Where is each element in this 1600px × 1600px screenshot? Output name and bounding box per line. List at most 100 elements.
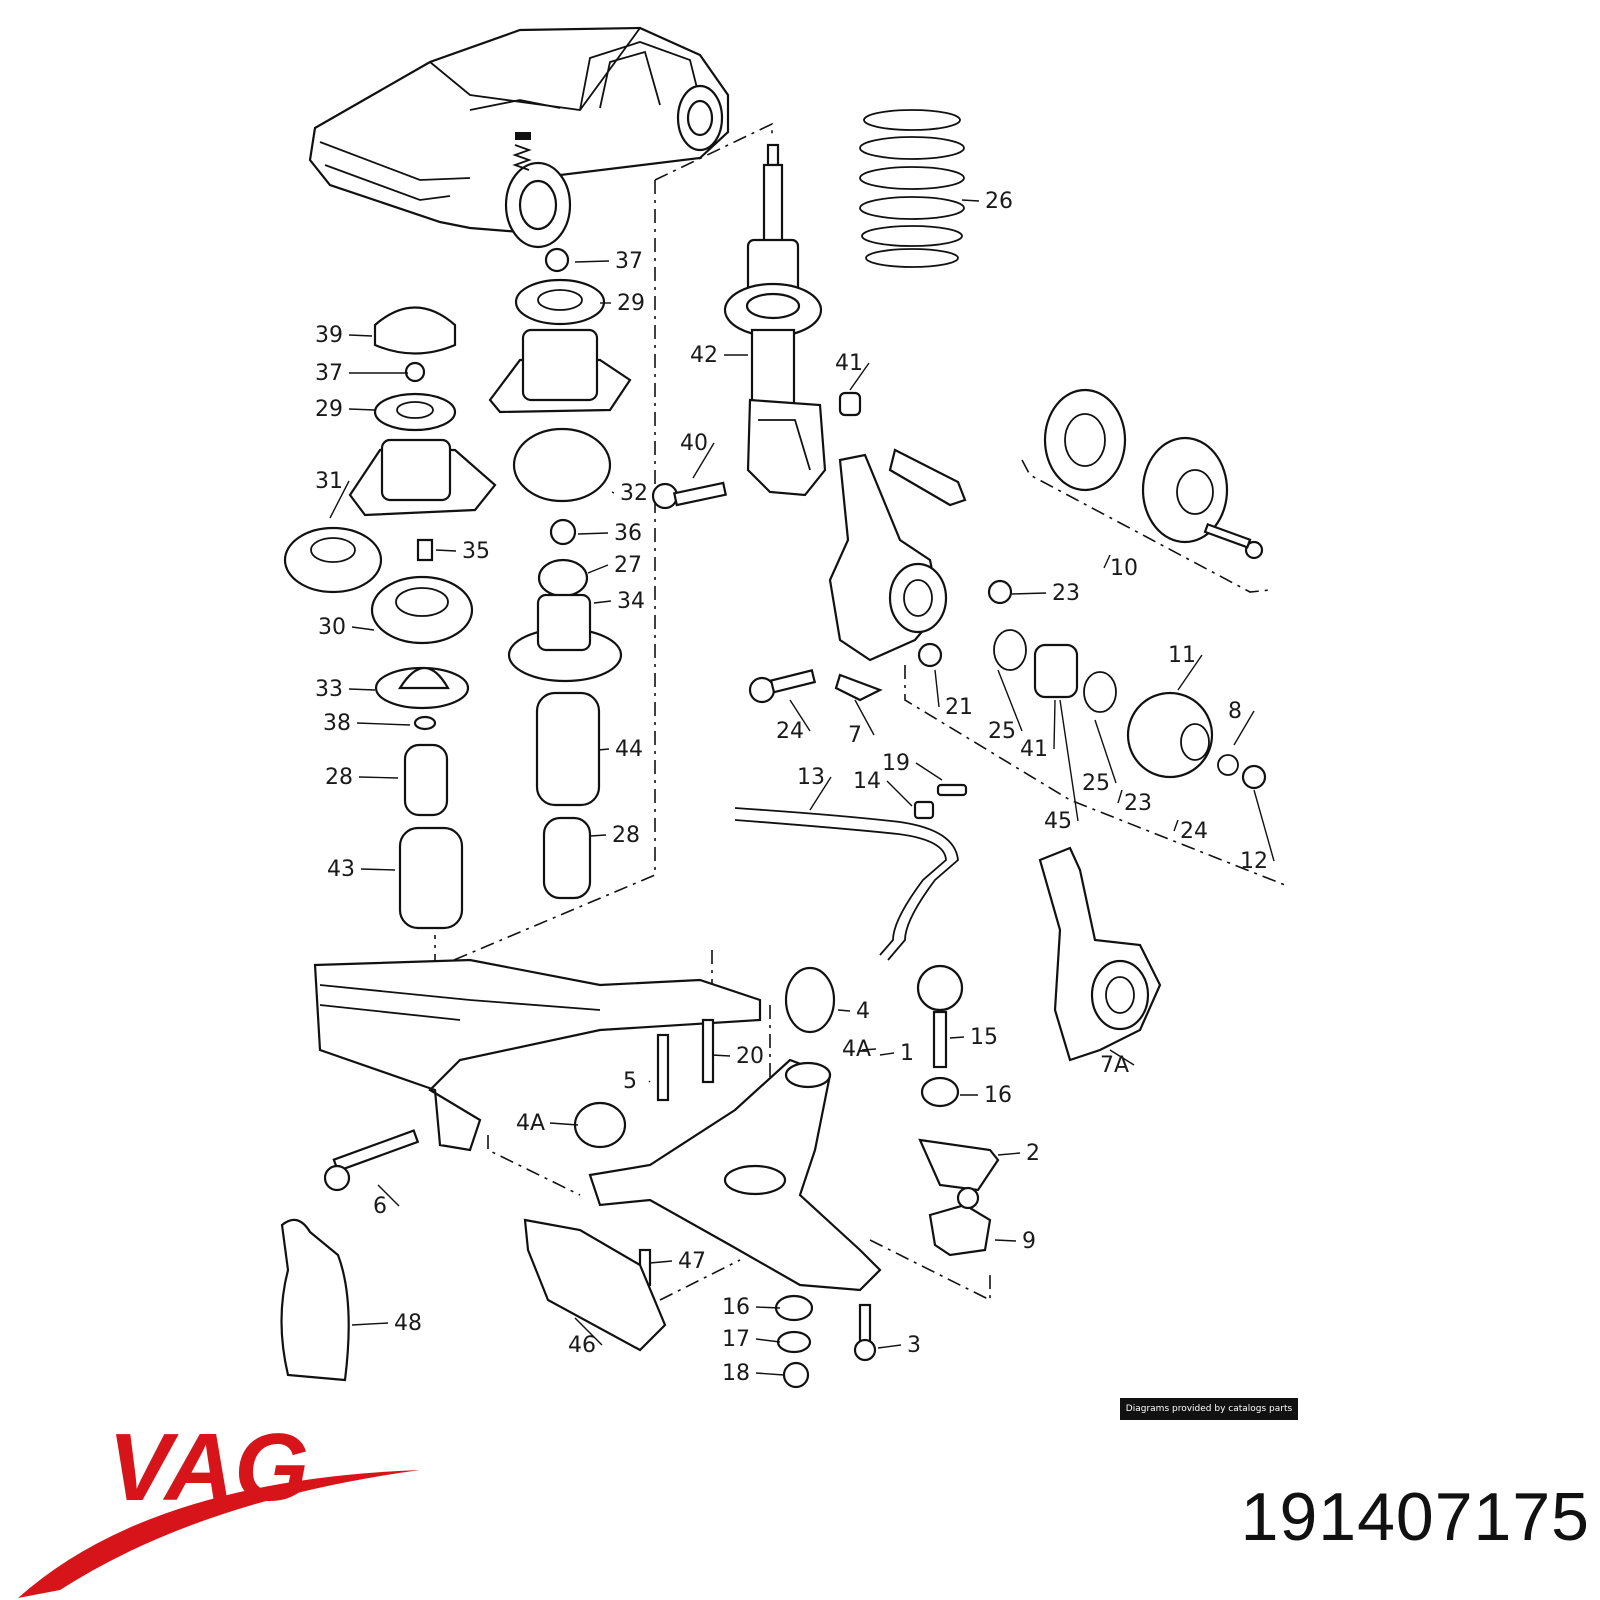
callout-label-7a: 7A [1100,1053,1129,1078]
callout-label-11: 11 [1168,643,1196,668]
callout-label-32: 32 [620,481,648,506]
callout-label-38: 38 [323,711,351,736]
callout-leader-line [1253,789,1275,862]
callout-leader-line [1053,699,1056,750]
brand-swoosh [18,1470,420,1598]
callout-label-25: 25 [988,719,1016,744]
callout-label-16: 16 [984,1083,1012,1108]
callout-leader-line [997,669,1023,732]
car-illustration [308,26,730,249]
callout-label-31: 31 [315,469,343,494]
callout-label-13: 13 [797,765,825,790]
callout-leader-line [593,600,612,604]
callout-label-14: 14 [853,769,881,794]
callout-leader-line [597,748,610,751]
callout-leader-line [348,688,376,691]
callout-leader-line [1177,654,1203,691]
callout-leader-line [789,699,811,732]
callout-leader-line [358,776,399,779]
callout-leader-line [949,1036,965,1039]
callout-label-7: 7 [848,723,862,748]
callout-label-3: 3 [907,1333,921,1358]
callout-label-30: 30 [318,615,346,640]
callout-leader-line [934,669,940,708]
subframe-and-control-arm [313,958,1000,1389]
brand-wordmark: VAG [108,1414,309,1521]
callout-leader-line [577,532,609,535]
callout-leader-line [574,260,610,263]
callout-label-43: 43 [327,857,355,882]
callout-label-42: 42 [690,343,718,368]
callout-label-8: 8 [1228,699,1242,724]
callout-leader-line [915,762,943,781]
callout-label-15: 15 [970,1025,998,1050]
callout-label-18: 18 [722,1361,750,1386]
callout-label-12: 12 [1240,849,1268,874]
callout-label-4a: 4A [516,1111,545,1136]
callout-label-20: 20 [736,1044,764,1069]
callout-leader-line [1059,699,1079,822]
vag-brand-logo: VAG [18,1414,420,1598]
stabilizer-bar [734,800,964,1108]
callout-leader-line [997,1152,1021,1156]
callout-label-25: 25 [1082,771,1110,796]
callout-leader-line [1233,710,1255,746]
callout-label-29: 29 [315,397,343,422]
callout-leader-line [351,1322,389,1326]
callout-label-41: 41 [1020,737,1048,762]
callout-leader-line [1109,1049,1135,1066]
callout-leader-line [589,834,607,837]
splash-shield-and-grease-tube [280,1218,667,1382]
callout-leader-line [877,1344,902,1349]
callout-label-48: 48 [394,1311,422,1336]
callout-leader-line [649,1260,673,1264]
callout-leader-line [1094,719,1117,784]
callout-label-2: 2 [1026,1141,1040,1166]
callout-label-46: 46 [568,1333,596,1358]
callout-label-39: 39 [315,323,343,348]
callout-label-17: 17 [722,1327,750,1352]
callout-leader-line [879,1052,895,1056]
callout-label-36: 36 [614,521,642,546]
callout-label-19: 19 [882,751,910,776]
callout-leader-line [861,1048,877,1051]
callout-leader-line [377,1184,400,1207]
callout-leader-line [837,1009,851,1012]
callout-leader-line [1117,789,1123,804]
bolts-and-fasteners [651,391,1264,797]
callout-leader-line [348,334,373,337]
callout-label-27: 27 [614,553,642,578]
callout-leader-line [648,1080,651,1083]
callout-leader-line [961,199,980,202]
callout-label-4a: 4A [842,1037,871,1062]
callout-leader-line [755,1372,785,1376]
callout-label-6: 6 [373,1194,387,1219]
coil-spring [859,109,965,268]
callout-leader-line [549,1122,579,1126]
left-mount-stack [283,306,497,930]
callout-leader-line [611,491,615,494]
callout-leader-line [886,780,913,807]
callout-label-44: 44 [615,737,643,762]
diagram-credit-label: Diagrams provided by catalogs parts [1120,1398,1298,1420]
callout-label-9: 9 [1022,1229,1036,1254]
callout-leader-line [755,1338,781,1343]
callout-label-35: 35 [462,539,490,564]
callout-label-34: 34 [617,589,645,614]
callout-label-21: 21 [945,695,973,720]
callout-label-23: 23 [1124,791,1152,816]
callout-label-5: 5 [623,1069,637,1094]
callout-label-28: 28 [325,765,353,790]
callout-leader-line [994,1239,1017,1242]
knuckle-and-hub [828,388,1267,1062]
shock-absorber-strut [723,143,827,497]
callout-leader-line [435,549,457,552]
callout-leader-line [1011,592,1047,595]
part-number-label: 191407175 [1240,1479,1590,1555]
callout-leader-line [360,868,396,871]
callout-label-24: 24 [776,719,804,744]
callout-leader-line [1103,554,1111,569]
callout-leader-line [356,722,411,726]
